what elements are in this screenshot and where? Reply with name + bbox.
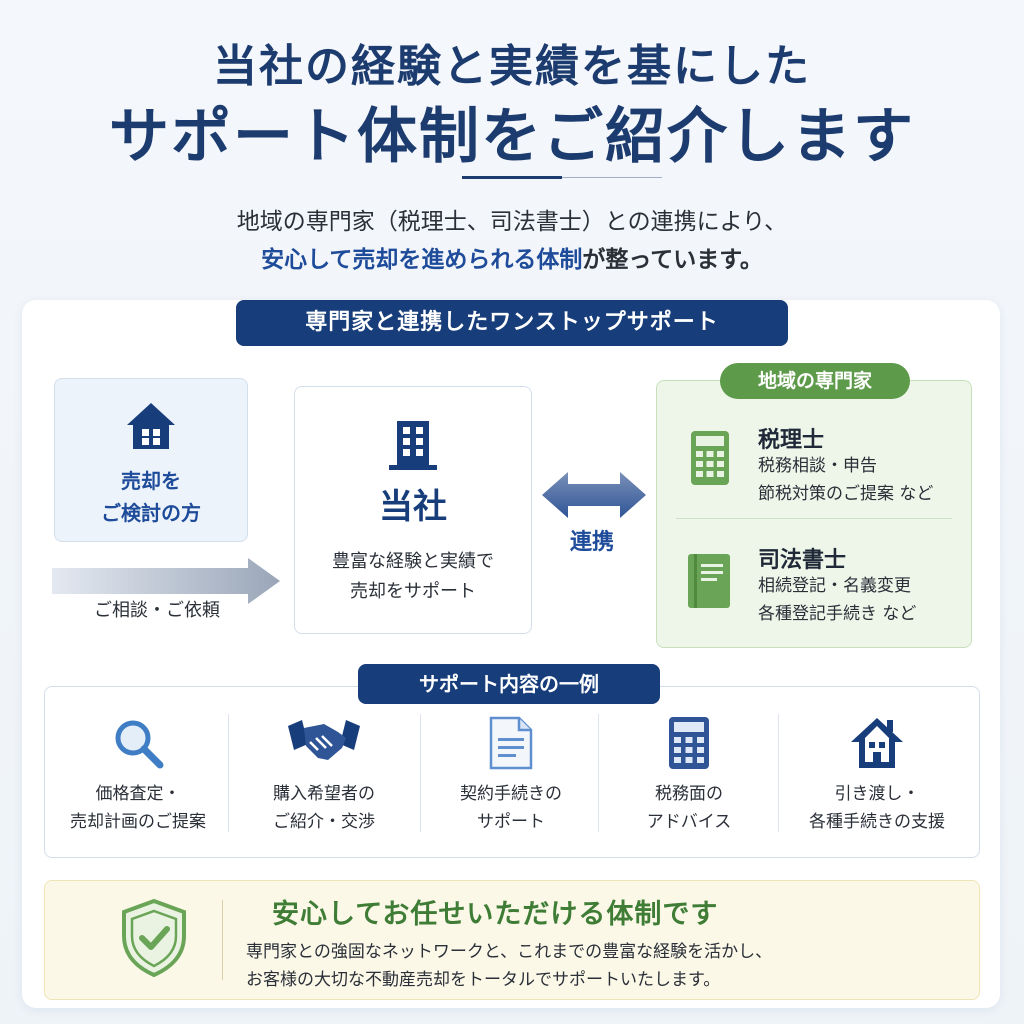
experts-divider (676, 518, 952, 519)
support-divider (598, 714, 599, 832)
support-box (44, 686, 980, 858)
expert-desc-tax: 税務相談・申告 節税対策のご提案 など (758, 452, 933, 508)
support-item-tax: 税務面の アドバイス (600, 710, 778, 840)
book-icon (688, 554, 730, 608)
support-label-line1: 税務面の (655, 784, 723, 804)
support-label: 購入希望者の ご紹介・交渉 (230, 780, 418, 836)
page-title-line1: 当社の経験と実績を基にした (213, 41, 811, 92)
support-label: 税務面の アドバイス (600, 780, 778, 836)
support-item-contract: 契約手続きの サポート (422, 710, 600, 840)
support-label-line1: 価格査定・ (95, 784, 181, 804)
client-label: 売却を ご検討の方 (55, 465, 247, 529)
support-label-line2: 売却計画のご提案 (70, 812, 206, 832)
section-label-onestop: 専門家と連携したワンストップサポート (236, 300, 788, 346)
document-icon (489, 716, 533, 770)
support-divider (778, 714, 779, 832)
support-label-line2: 各種手続きの支援 (809, 812, 945, 832)
expert-desc-judicial-line1: 相続登記・名義変更 (758, 576, 911, 596)
company-desc-line1: 豊富な経験と実績で (332, 551, 494, 572)
message-body: 専門家との強固なネットワークと、これまでの豊富な経験を活かし、 お客様の大切な不… (246, 938, 772, 994)
company-name: 当社 (379, 487, 447, 527)
support-item-buyer: 購入希望者の ご紹介・交渉 (230, 710, 418, 840)
message-title: 安心してお任せいただける体制です (272, 899, 719, 930)
page-title-line2: サポート体制をご紹介します (109, 102, 915, 172)
support-label: 価格査定・ 売却計画のご提案 (50, 780, 226, 836)
title-underline (462, 176, 562, 179)
support-label-line1: 契約手続きの (460, 784, 562, 804)
experts-label: 地域の専門家 (720, 363, 910, 399)
handshake-icon (288, 720, 360, 760)
message-body-line2: お客様の大切な不動産売却をトータルでサポートいたします。 (246, 970, 721, 990)
expert-desc-judicial: 相続登記・名義変更 各種登記手続き など (758, 572, 916, 628)
company-desc-line2: 売却をサポート (350, 581, 476, 602)
support-label-line2: サポート (477, 812, 545, 832)
support-label-line1: 引き渡し・ (834, 784, 920, 804)
building-icon (389, 421, 437, 470)
client-label-line1: 売却を (121, 469, 181, 493)
lead-text-line2: 安心して売却を進められる体制が整っています。 (0, 240, 1024, 274)
house-icon (127, 403, 175, 449)
arrow-right-icon (52, 558, 280, 604)
shield-check-icon (122, 898, 186, 978)
company-desc: 豊富な経験と実績で 売却をサポート (295, 547, 531, 607)
magnifier-icon (115, 720, 164, 769)
support-item-appraisal: 価格査定・ 売却計画のご提案 (50, 710, 226, 840)
expert-desc-tax-line2: 節税対策のご提案 など (758, 484, 934, 504)
expert-desc-judicial-line2: 各種登記手続き など (758, 604, 917, 624)
lead-text-line1: 地域の専門家（税理士、司法書士）との連携により、 (236, 209, 788, 235)
support-label: 引き渡し・ 各種手続きの支援 (780, 780, 974, 836)
consult-label: ご相談・ご依頼 (94, 600, 220, 621)
house-icon (851, 718, 903, 768)
expert-name-tax: 税理士 (758, 428, 825, 453)
expert-name-judicial: 司法書士 (758, 548, 847, 573)
section-label-support: サポート内容の一例 (358, 664, 660, 704)
calculator-icon (691, 431, 729, 485)
client-label-line2: ご検討の方 (101, 501, 201, 525)
double-arrow-icon (542, 472, 646, 518)
client-box: 売却を ご検討の方 (54, 378, 248, 542)
message-body-line1: 専門家との強固なネットワークと、これまでの豊富な経験を活かし、 (246, 942, 773, 962)
expert-desc-tax-line1: 税務相談・申告 (758, 456, 877, 476)
support-item-handover: 引き渡し・ 各種手続きの支援 (780, 710, 974, 840)
support-divider (420, 714, 421, 832)
support-label-line1: 購入希望者の (273, 784, 375, 804)
message-box (44, 880, 980, 1000)
link-label: 連携 (569, 530, 614, 555)
company-box: 当社 豊富な経験と実績で 売却をサポート (294, 386, 532, 634)
message-divider (222, 900, 223, 980)
support-label-line2: ご紹介・交渉 (273, 812, 375, 832)
lead-rest: が整っています。 (582, 247, 763, 273)
calculator-icon (669, 717, 709, 769)
support-label-line2: アドバイス (646, 812, 732, 832)
support-divider (228, 714, 229, 832)
lead-highlight: 安心して売却を進められる体制 (261, 247, 583, 273)
support-label: 契約手続きの サポート (422, 780, 600, 836)
title-underline-thin (562, 177, 662, 178)
